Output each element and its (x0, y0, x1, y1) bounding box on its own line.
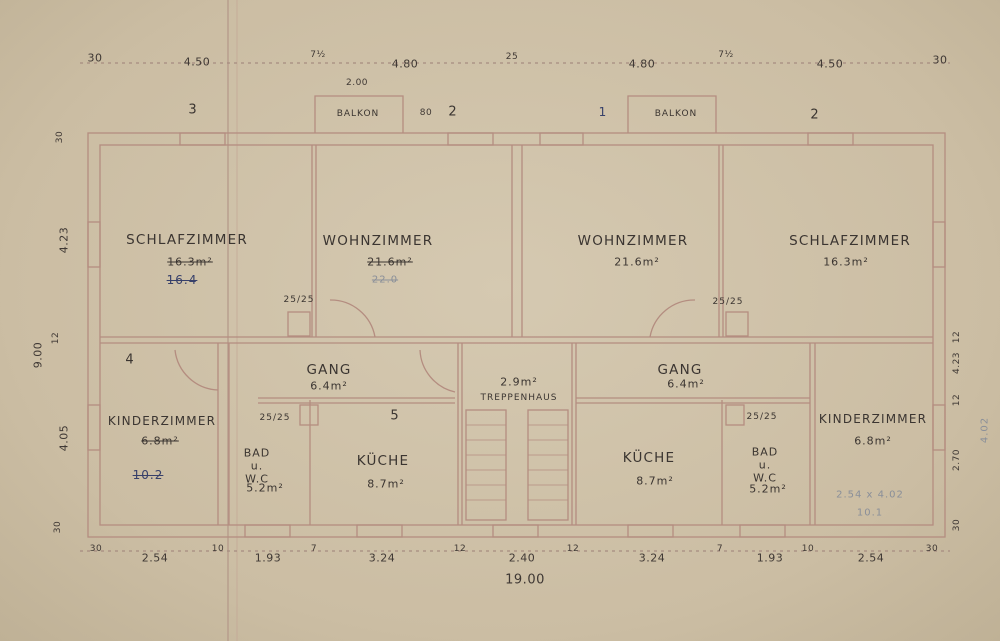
chimney-label: 25/25 (259, 413, 291, 423)
room-number: 5 (390, 408, 400, 424)
dim-bottom: 1.93 (756, 551, 784, 565)
dim-top-1: 4.50 (183, 55, 211, 69)
room-name: GANG (306, 362, 352, 378)
dim-right: 4.23 (952, 351, 962, 375)
dim-top-4: 25 (505, 52, 519, 62)
room-note: 10.2 (132, 468, 164, 482)
chimney-label: 25/25 (712, 297, 744, 307)
room-calc: 2.54 x 4.02 (836, 489, 904, 501)
room-name: BAD u. W.C (751, 445, 779, 485)
outer-wall (87, 132, 946, 538)
dim-bottom: 10 (211, 544, 225, 554)
room-name: KÜCHE (356, 453, 410, 469)
room-name: TREPPENHAUS (480, 393, 558, 403)
window-number: 1 (598, 105, 608, 119)
balcony-depth: 80 (419, 108, 433, 118)
dim-bottom: 3.24 (638, 551, 666, 565)
balcony-width: 2.00 (345, 78, 369, 88)
room-name: BAD u. W.C (243, 446, 271, 486)
dim-top-7: 4.50 (816, 57, 844, 71)
dim-left: 30 (55, 130, 65, 144)
room-area: 8.7m² (367, 477, 405, 491)
dim-bottom: 7 (716, 544, 724, 554)
room-area: 6.4m² (667, 377, 705, 391)
room-note: 10.1 (856, 507, 884, 519)
dim-left: 30 (53, 520, 63, 534)
dim-top-8: 30 (932, 53, 948, 67)
dim-bottom: 2.54 (857, 551, 885, 565)
dim-right: 30 (952, 518, 962, 532)
inner-wall (99, 144, 934, 526)
room-name: GANG (657, 362, 703, 378)
room-name: SCHLAFZIMMER (789, 233, 911, 249)
room-name: WOHNZIMMER (322, 233, 434, 249)
room-area: 5.2m² (246, 481, 284, 495)
chimney-label: 25/25 (283, 295, 315, 305)
dim-top-5: 4.80 (628, 57, 656, 71)
dim-left: 4.23 (57, 226, 71, 254)
dim-bottom: 1.93 (254, 551, 282, 565)
room-area: 6.4m² (310, 379, 348, 393)
dim-left-total: 9.00 (31, 341, 45, 369)
dim-bottom: 30 (89, 544, 103, 554)
balcony-label: BALKON (336, 109, 380, 119)
dim-bottom: 3.24 (368, 551, 396, 565)
balcony-label: BALKON (654, 109, 698, 119)
room-name: WOHNZIMMER (577, 233, 689, 249)
room-name: SCHLAFZIMMER (126, 232, 248, 248)
chimney-label: 25/25 (746, 412, 778, 422)
dim-left: 12 (51, 331, 61, 345)
room-area: 8.7m² (636, 474, 674, 488)
room-note: 16.4 (166, 273, 198, 287)
dim-right: 2.70 (952, 448, 962, 472)
dim-left: 4.05 (57, 424, 71, 452)
window-number: 2 (448, 104, 458, 120)
room-note: 22.0 (371, 274, 399, 286)
window-number: 2 (810, 107, 820, 123)
room-number: 4 (125, 352, 135, 368)
dim-right: 12 (952, 393, 962, 407)
room-area: 21.6m² (614, 255, 660, 269)
dim-total-width: 19.00 (505, 572, 545, 588)
room-area: 6.8m² (854, 434, 892, 448)
dim-bottom: 12 (566, 544, 580, 554)
room-name: KÜCHE (622, 450, 676, 466)
room-area: 2.9m² (500, 375, 538, 389)
dim-bottom: 12 (453, 544, 467, 554)
window-number: 3 (188, 102, 198, 118)
dim-bottom: 30 (925, 544, 939, 554)
room-name: KINDERZIMMER (107, 414, 217, 428)
dim-top-2: 7½ (310, 50, 326, 60)
dim-right: 12 (952, 330, 962, 344)
dim-right-pencil: 4.02 (979, 416, 991, 444)
dim-bottom: 10 (801, 544, 815, 554)
room-area: 5.2m² (749, 482, 787, 496)
dim-bottom: 7 (310, 544, 318, 554)
room-area: 16.3m² (167, 255, 213, 269)
dim-top-3: 4.80 (391, 57, 419, 71)
room-area: 21.6m² (367, 255, 413, 269)
dim-top-6: 7½ (718, 50, 734, 60)
dim-bottom: 2.54 (141, 551, 169, 565)
dim-top-0: 30 (87, 51, 103, 65)
room-area: 6.8m² (141, 434, 179, 448)
dim-bottom: 2.40 (508, 551, 536, 565)
room-name: KINDERZIMMER (818, 412, 928, 426)
room-area: 16.3m² (823, 255, 869, 269)
